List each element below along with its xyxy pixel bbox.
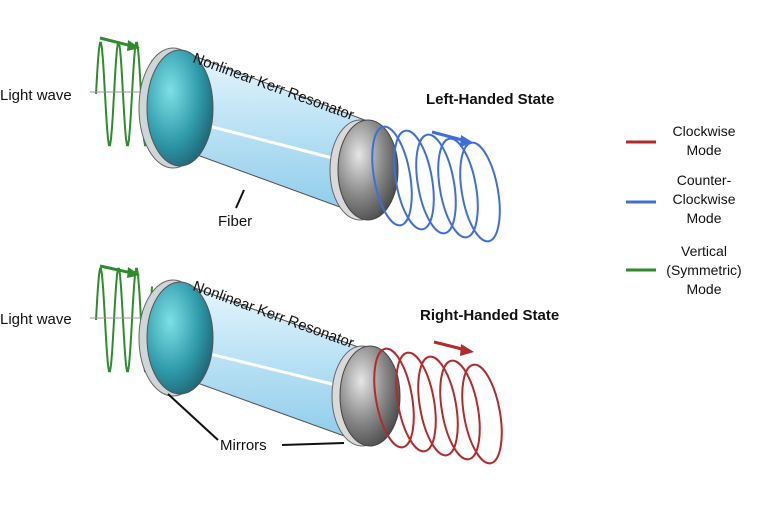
fiber-leader — [235, 189, 245, 209]
panel-right-handed: Light wave Nonlinear Kerr Resonator Righ… — [0, 264, 559, 465]
helix-loop — [371, 125, 413, 227]
output-arrow — [431, 130, 474, 147]
mirrors-label: Mirrors — [220, 437, 267, 454]
helix-loop — [393, 129, 435, 231]
helix-loop — [417, 355, 459, 457]
legend-item-vertical: Vertical (Symmetric) Mode — [626, 243, 742, 297]
output-mirror — [339, 345, 401, 447]
legend: Clockwise Mode Counter- Clockwise Mode V… — [626, 123, 742, 297]
helix-loop — [437, 137, 479, 239]
input-arrow — [99, 36, 140, 51]
legend-label: Counter- — [677, 172, 732, 188]
counter-clockwise-helix — [371, 125, 501, 243]
legend-label: Clockwise — [672, 191, 735, 207]
mirrors-leader-input — [167, 393, 219, 441]
output-mirror — [337, 119, 399, 221]
legend-label: (Symmetric) — [666, 262, 741, 278]
light-wave-label: Light wave — [0, 87, 72, 104]
legend-item-clockwise: Clockwise Mode — [626, 123, 736, 158]
state-title: Left-Handed State — [426, 91, 554, 108]
legend-item-counter-clockwise: Counter- Clockwise Mode — [626, 172, 736, 226]
legend-label: Mode — [686, 281, 721, 297]
legend-label: Vertical — [681, 243, 727, 259]
helix-loop — [373, 347, 415, 449]
fiber-label: Fiber — [218, 213, 252, 230]
input-mirror — [146, 281, 214, 395]
mirrors-leader-output — [281, 442, 345, 446]
input-arrow — [99, 264, 140, 278]
helix-loop — [439, 359, 481, 461]
helix-loop — [459, 141, 501, 243]
clockwise-helix — [373, 347, 503, 465]
helix-loop — [395, 351, 437, 453]
legend-label: Mode — [686, 210, 721, 226]
panel-left-handed: Light wave Nonlinear Kerr Resonator Left… — [0, 36, 554, 243]
light-wave-label: Light wave — [0, 311, 72, 328]
legend-label: Clockwise — [672, 123, 735, 139]
output-arrow — [433, 340, 474, 356]
input-mirror — [146, 49, 214, 167]
helix-loop — [461, 363, 503, 465]
state-title: Right-Handed State — [420, 307, 559, 324]
helix-loop — [415, 133, 457, 235]
legend-label: Mode — [686, 142, 721, 158]
